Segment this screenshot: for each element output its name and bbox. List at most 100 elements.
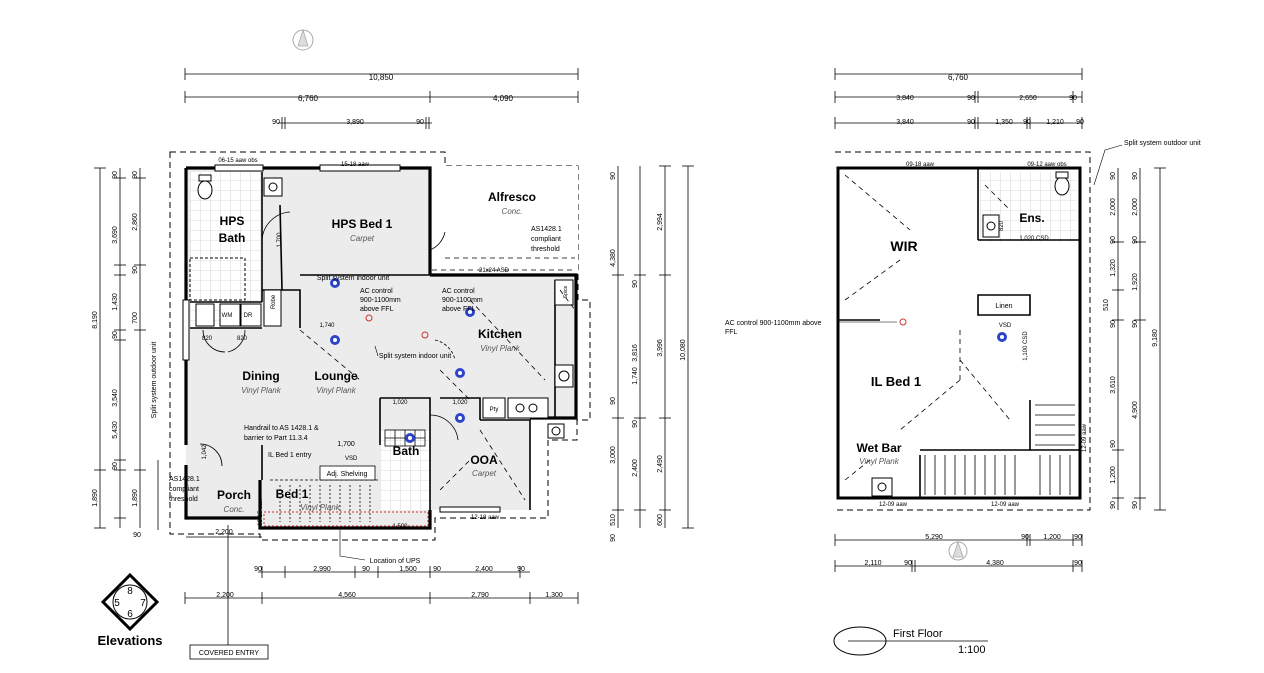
first-dim-bottom1-1: 5,290 bbox=[925, 534, 943, 541]
alfresco-slab bbox=[432, 166, 578, 274]
dim-bottom-porch: 2,200 bbox=[215, 529, 233, 536]
first-dim-b6: 90 bbox=[1076, 119, 1084, 126]
first-dim-bottom2-3: 4,380 bbox=[986, 560, 1004, 567]
dim-top-left: 6,760 bbox=[298, 94, 319, 103]
ground-floor-slab bbox=[186, 168, 576, 528]
elevation-mark-bottom: 6 bbox=[127, 609, 133, 620]
first-dim-rb-7: 90 bbox=[1132, 501, 1139, 509]
first-label-split-outdoor: Split system outdoor unit bbox=[1124, 140, 1201, 147]
dim-top2-b: 3,890 bbox=[346, 119, 364, 126]
dim-left-small-1: 2,860 bbox=[132, 213, 139, 231]
label-split-outdoor: Split system outdoor unit bbox=[151, 342, 158, 419]
room-hps-bed-floor: Carpet bbox=[350, 234, 375, 243]
first-dim-ra-1: 90 bbox=[1110, 172, 1117, 180]
dim-left-inner-7: 90 bbox=[112, 462, 119, 470]
first-dim-bottom2-2: 90 bbox=[904, 560, 912, 567]
dim-left-small-3: 90 bbox=[132, 171, 139, 179]
dim-bottom1-2: 2,990 bbox=[313, 566, 331, 573]
first-label-ac-a: AC control 900-1100mm above bbox=[725, 320, 821, 327]
label-as1428-top-b: compliant bbox=[531, 236, 561, 243]
first-dim-a2: 90 bbox=[967, 95, 975, 102]
label-w1020a: 1,020 bbox=[392, 400, 408, 406]
label-as1428-top-c: threshold bbox=[531, 246, 560, 253]
dim-right-3: 90 bbox=[632, 280, 639, 288]
first-dim-bottom1-4: 90 bbox=[1074, 534, 1082, 541]
room-ooa: OOA bbox=[470, 453, 498, 467]
label-spice: Spice bbox=[563, 286, 569, 299]
room-dining: Dining bbox=[242, 369, 279, 383]
label-window-porch: 06-15 aaw bbox=[258, 497, 264, 526]
dim-left-inner-5: 90 bbox=[112, 331, 119, 339]
first-stairs bbox=[924, 404, 1075, 495]
dim-bottom1-1: 90 bbox=[254, 566, 262, 573]
ground-floor-plan: 10,850 6,760 4,090 90 3,890 90 bbox=[92, 28, 694, 660]
first-label-w-top1: 09-18 aaw bbox=[906, 162, 935, 168]
dim-right-mid2-1: 1,740 bbox=[632, 367, 639, 385]
first-dim-right-small: 510 bbox=[1103, 299, 1110, 311]
ens-fixtures bbox=[871, 171, 1070, 497]
dim-right-mid-2: 3,996 bbox=[657, 339, 664, 357]
label-as1428-bottom-c: threshold bbox=[169, 496, 198, 503]
dim-left-inner-6: 3,540 bbox=[112, 389, 119, 407]
label-split-indoor: Split system indoor unit bbox=[317, 275, 389, 282]
bed1-hatch bbox=[263, 511, 429, 527]
label-w1700: 1,700 bbox=[337, 441, 355, 448]
label-w1020b: 1,020 bbox=[452, 400, 468, 406]
first-dim-a3: 2,650 bbox=[1019, 95, 1037, 102]
label-ac1-c: above FFL bbox=[360, 306, 394, 313]
elevation-mark-right: 7 bbox=[140, 598, 146, 609]
first-dim-ra-8: 1,200 bbox=[1110, 466, 1117, 484]
dim-right-7: 90 bbox=[632, 420, 639, 428]
first-dim-ra-4: 1,320 bbox=[1110, 259, 1117, 277]
room-alfresco-floor: Conc. bbox=[502, 207, 523, 216]
dim-bottom2-2: 4,560 bbox=[338, 592, 356, 599]
dim-right-9: 90 bbox=[610, 534, 617, 542]
label-as1428-bottom-a: AS1428.1 bbox=[169, 476, 200, 483]
first-room-wir: WIR bbox=[890, 238, 917, 254]
room-kitchen-floor: Vinyl Plank bbox=[480, 344, 520, 353]
first-fan-icon bbox=[997, 332, 1007, 342]
room-lounge: Lounge bbox=[314, 369, 358, 383]
first-dim-rb-2: 2,000 bbox=[1132, 198, 1139, 216]
north-arrow-icon bbox=[292, 28, 314, 51]
dim-bottom2-1: 2,200 bbox=[216, 592, 234, 599]
first-label-w-right: 12-09 aaw bbox=[1082, 423, 1088, 452]
dim-left-inner-2: 3,690 bbox=[112, 226, 119, 244]
label-robe: Robe bbox=[271, 294, 277, 309]
label-window-bottom: 12-18 aaw bbox=[471, 515, 500, 521]
dim-right-mid-1: 2,994 bbox=[657, 213, 664, 231]
fan-icon-2 bbox=[330, 278, 340, 288]
dim-top-right: 4,090 bbox=[493, 94, 514, 103]
first-floor-scale: 1:100 bbox=[958, 644, 986, 656]
leader-split-indoor-2 bbox=[374, 345, 379, 357]
dim-right-1: 90 bbox=[610, 172, 617, 180]
kitchen-fixtures bbox=[482, 279, 574, 439]
label-w1700b: 1,700 bbox=[277, 232, 283, 248]
dim-bottom1-4: 1,500 bbox=[399, 566, 417, 573]
first-ac-marker bbox=[899, 318, 907, 326]
label-window-obs: 06-15 aaw obs bbox=[218, 158, 257, 164]
label-ac1-b: 900-1100mm bbox=[360, 297, 401, 304]
dim-left-inner-3: 90 bbox=[132, 266, 139, 274]
first-split-leader bbox=[1093, 144, 1123, 186]
label-w1500: 1,500 bbox=[392, 524, 408, 530]
first-dim-b3: 1,350 bbox=[995, 119, 1013, 126]
label-ac2-a: AC control bbox=[442, 288, 475, 295]
label-dr: DR bbox=[244, 313, 253, 319]
dim-right-mid-3: 2,490 bbox=[657, 455, 664, 473]
fan-icon-4 bbox=[455, 413, 465, 423]
first-dim-right-outer: 9,180 bbox=[1152, 329, 1159, 347]
label-ac1-a: AC control bbox=[360, 288, 393, 295]
dim-bottom1-3: 90 bbox=[362, 566, 370, 573]
fan-icon-3 bbox=[455, 368, 465, 378]
label-ac2-b: 900-1100mm bbox=[442, 297, 483, 304]
covered-entry-label: COVERED ENTRY bbox=[199, 650, 259, 657]
dim-right-8: 510 bbox=[610, 514, 617, 526]
first-room-wet-bar: Wet Bar bbox=[856, 441, 901, 455]
ground-top-dimensions bbox=[184, 68, 579, 129]
ground-left-dimensions bbox=[94, 167, 159, 530]
adj-shelving-box bbox=[319, 465, 376, 481]
dim-top2-a: 90 bbox=[272, 119, 280, 126]
room-bath: Bath bbox=[393, 444, 420, 458]
first-label-vsd: VSD bbox=[999, 323, 1012, 329]
